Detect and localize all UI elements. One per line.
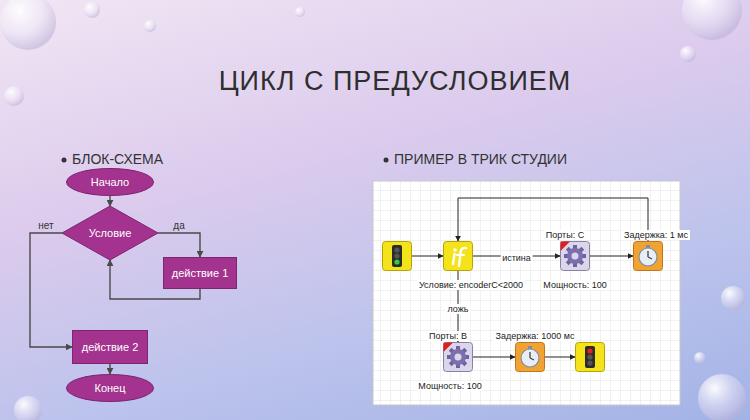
bullet-dot (62, 158, 67, 163)
connector (473, 357, 515, 358)
block-param-box: Мощность: 100 (416, 375, 483, 393)
edge-label-box: нет (38, 215, 53, 233)
edge-label-box: истина (500, 247, 533, 265)
end-terminal: Конец (66, 374, 154, 402)
start-icon (382, 241, 412, 271)
edge-label: да (173, 220, 184, 231)
connector (458, 198, 648, 241)
timer-icon (633, 241, 663, 271)
node-label: Условие (89, 227, 132, 239)
block-param: Условие: encoderC<2000 (417, 280, 525, 290)
water-drop (0, 0, 56, 50)
connector (590, 256, 633, 257)
water-drop (4, 86, 24, 106)
water-drop (84, 2, 100, 18)
block-param: Задержка: 1 мс (622, 230, 690, 240)
block-param: Порты: В (427, 331, 469, 341)
edge-label-box: да (173, 215, 184, 233)
start-terminal: Начало (66, 168, 154, 196)
block-param: Задержка: 1000 мс (493, 331, 576, 341)
motor-block: Порты: ВМощность: 100 (443, 342, 473, 372)
water-drop (295, 7, 305, 17)
water-drop (14, 396, 42, 420)
process-box: действие 2 (72, 330, 148, 364)
node-label: Конец (94, 382, 125, 394)
connector (158, 233, 200, 257)
bullet-dot (384, 158, 389, 163)
motor-block: Порты: СМощность: 100 (560, 241, 590, 271)
water-drop (680, 46, 696, 62)
motor-icon (443, 342, 473, 372)
block-param-box: Порты: В (427, 325, 469, 343)
bullet-item: ПРИМЕР В ТРИК СТУДИИ (394, 151, 567, 167)
block-param-box: Задержка: 1 мс (622, 224, 690, 242)
decision-diamond: Условие (62, 206, 158, 260)
condition-block: Условие: encoderC<2000 (443, 241, 473, 271)
edge-label: истина (500, 253, 533, 263)
connector (109, 364, 110, 374)
panel-ground (373, 181, 680, 405)
edge-label-box: ложь (446, 298, 471, 316)
bullet-label: БЛОК-СХЕМА (72, 151, 163, 167)
slide-title: ЦИКЛ С ПРЕДУСЛОВИЕМ (219, 66, 572, 96)
end-block (575, 342, 605, 372)
bullet-item: БЛОК-СХЕМА (72, 151, 163, 167)
block-param-box: Порты: С (544, 224, 586, 242)
node-label: действие 1 (172, 267, 229, 279)
connector (545, 357, 575, 358)
if-icon (443, 241, 473, 271)
water-drop (721, 286, 745, 310)
start-block (382, 241, 412, 271)
block-param: Мощность: 100 (541, 280, 608, 290)
connector (412, 256, 443, 257)
edge-label: ложь (446, 304, 471, 314)
timer-block: Задержка: 1000 мс (515, 342, 545, 372)
block-param-box: Мощность: 100 (541, 274, 608, 292)
motor-icon (560, 241, 590, 271)
edge-label: нет (38, 220, 53, 231)
node-label: Начало (91, 176, 129, 188)
water-drop (682, 0, 742, 40)
diamond-shape (62, 206, 158, 260)
panel-grid (373, 181, 680, 405)
water-drop (698, 374, 746, 420)
node-label: действие 2 (82, 341, 139, 353)
timer-icon (515, 342, 545, 372)
connector (30, 233, 72, 347)
connector (109, 196, 110, 206)
block-param-box: Задержка: 1000 мс (493, 325, 576, 343)
water-drop (694, 352, 706, 364)
timer-block: Задержка: 1 мс (633, 241, 663, 271)
slide-title-box: ЦИКЛ С ПРЕДУСЛОВИЕМ (95, 66, 695, 97)
end-icon (575, 342, 605, 372)
block-param: Мощность: 100 (416, 381, 483, 391)
water-drop (144, 20, 156, 32)
process-box: действие 1 (163, 257, 237, 289)
bullet-label: ПРИМЕР В ТРИК СТУДИИ (394, 151, 567, 167)
trik-panel (373, 181, 680, 405)
block-param-box: Условие: encoderC<2000 (417, 274, 525, 292)
block-param: Порты: С (544, 230, 586, 240)
